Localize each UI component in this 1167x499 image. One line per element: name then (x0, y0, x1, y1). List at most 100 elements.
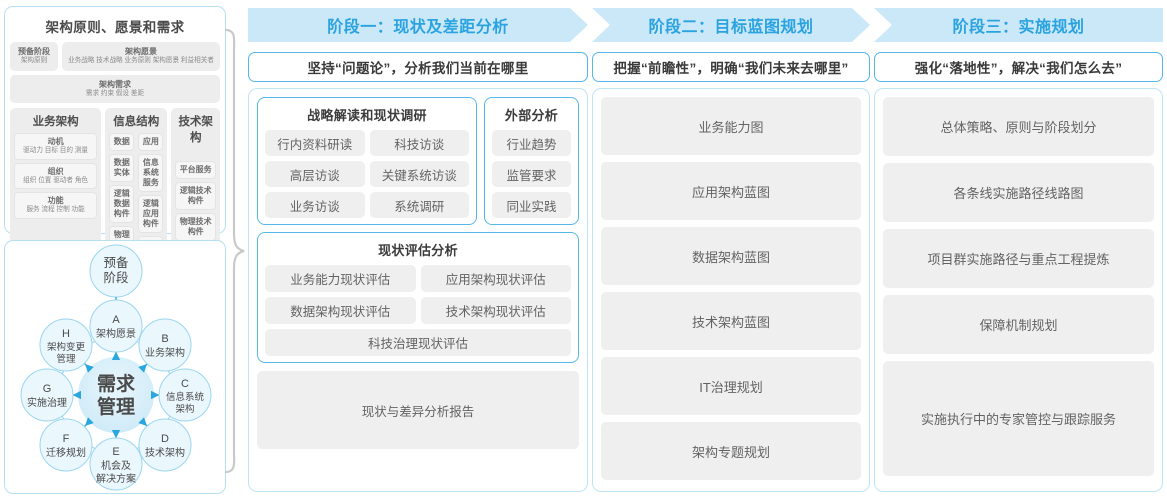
togaf-cell-organization-title: 组织 (47, 166, 64, 176)
togaf-cell-function-title: 功能 (47, 196, 64, 206)
svg-text:业务架构: 业务架构 (145, 346, 185, 359)
tag-business-capability-map[interactable]: 业务能力图 (601, 97, 861, 155)
adm-node-e (89, 437, 143, 491)
tag-technology-arch-blueprint[interactable]: 技术架构蓝图 (601, 292, 861, 350)
tag-business-capability-assessment[interactable]: 业务能力现状评估 (265, 265, 416, 292)
phase-1-subtitle-label: 坚持“问题论”，分析我们当前在哪里 (307, 61, 529, 76)
togaf-title: 架构原则、愿景和需求 (45, 20, 185, 35)
togaf-cell-platform-service: 平台服务 (175, 161, 216, 180)
adm-node-h (39, 318, 93, 372)
togaf-prep-sub: 架构原则 (20, 57, 48, 64)
togaf-cell-motivation-title: 动机 (47, 137, 64, 147)
svg-text:F: F (63, 433, 70, 445)
tag-assurance-mechanism-plan[interactable]: 保障机制规划 (883, 295, 1154, 354)
external-analysis-card: 外部分析 行业趋势 监管要求 同业实践 (484, 97, 579, 225)
current-state-assessment-card: 现状评估分析 业务能力现状评估 应用架构现状评估 数据架构现状评估 技术架构现状… (257, 232, 579, 363)
tag-executive-interview[interactable]: 高层访谈 (265, 161, 365, 187)
tag-tech-interview[interactable]: 科技访谈 (369, 130, 469, 156)
svg-text:架构愿景: 架构愿景 (96, 327, 136, 340)
togaf-requirements-title: 架构需求 (99, 79, 131, 89)
svg-text:信息系统: 信息系统 (166, 391, 205, 403)
adm-center-label-2: 管理 (97, 395, 135, 418)
svg-text:A: A (112, 314, 120, 326)
togaf-vision-title: 架构愿景 (125, 47, 157, 56)
phase-1-report-card[interactable]: 现状与差异分析报告 (257, 371, 579, 449)
phase-2-subtitle-label: 把握“前瞻性”，明确“我们未来去哪里” (613, 61, 849, 76)
togaf-row-vision: 预备阶段 架构原则 架构愿景 业务战略 技术战略 业务原则 架构愿景 利益相关者 (10, 42, 220, 71)
togaf-vision-cell: 架构愿景 业务战略 技术战略 业务原则 架构愿景 利益相关者 (62, 42, 220, 71)
svg-text:H: H (62, 328, 70, 340)
togaf-pillar-technology-heading: 技术架构 (178, 116, 213, 145)
togaf-cell-logical-app: 逻辑应用构件 (138, 195, 164, 234)
adm-center-label-1: 需求 (97, 372, 136, 395)
strategy-research-items: 行内资料研读 科技访谈 高层访谈 关键系统访谈 业务访谈 系统调研 (265, 130, 469, 218)
phase-2-banner: 阶段二：目标蓝图规划 (592, 8, 870, 42)
svg-text:架构: 架构 (175, 403, 194, 415)
togaf-cell-organization: 组织 组织 位置 驱动者 角色 (14, 162, 98, 190)
svg-text:预备: 预备 (103, 256, 129, 270)
tag-data-arch-assessment[interactable]: 数据架构现状评估 (265, 297, 416, 324)
adm-node-f (39, 418, 93, 472)
phase-3-banner-label: 阶段三：实施规划 (952, 19, 1085, 36)
phase-3-panel: 总体策略、原则与阶段划分 各条线实施路径线路图 项目群实施路径与重点工程提炼 保… (874, 88, 1163, 492)
tag-overall-strategy-principles-phasing[interactable]: 总体策略、原则与阶段划分 (883, 97, 1154, 156)
togaf-vision-sub: 业务战略 技术战略 业务原则 架构愿景 利益相关者 (68, 57, 214, 64)
tag-internal-doc-study[interactable]: 行内资料研读 (265, 130, 365, 156)
phase-3-banner: 阶段三：实施规划 (874, 8, 1163, 42)
phase-2-panel: 业务能力图 应用架构蓝图 数据架构蓝图 技术架构蓝图 IT治理规划 架构专题规划 (592, 88, 870, 492)
svg-text:技术架构: 技术架构 (145, 446, 185, 459)
togaf-cell-organization-sub: 组织 位置 驱动者 角色 (23, 176, 89, 184)
current-state-assessment-title: 现状评估分析 (378, 243, 458, 258)
togaf-cell-logical-tech: 逻辑技术构件 (175, 182, 216, 211)
tag-peer-practice[interactable]: 同业实践 (492, 192, 571, 218)
tag-regulatory-requirement[interactable]: 监管要求 (492, 161, 571, 187)
adm-node-b (138, 318, 192, 372)
svg-text:G: G (43, 383, 52, 395)
tag-line-implementation-roadmap[interactable]: 各条线实施路径线路图 (883, 163, 1154, 222)
togaf-pillar-business-heading: 业务架构 (32, 116, 79, 129)
tag-architecture-topic-plan[interactable]: 架构专题规划 (601, 422, 861, 480)
svg-text:机会及: 机会及 (101, 459, 131, 472)
tag-program-path-key-projects[interactable]: 项目群实施路径与重点工程提炼 (883, 229, 1154, 288)
phase-1-subtitle: 坚持“问题论”，分析我们当前在哪里 (248, 52, 588, 82)
adm-node-c (158, 368, 212, 422)
tag-tech-governance-assessment[interactable]: 科技治理现状评估 (265, 329, 571, 356)
togaf-cell-physical-tech: 物理技术构件 (175, 213, 216, 242)
tag-technology-arch-assessment[interactable]: 技术架构现状评估 (420, 297, 571, 324)
adm-center-circle (78, 357, 154, 433)
togaf-cell-is-service: 信息系统服务 (138, 154, 164, 193)
strategy-research-title: 战略解读和现状调研 (307, 108, 427, 123)
svg-text:解决方案: 解决方案 (96, 472, 136, 485)
adm-node-g (20, 368, 74, 422)
tag-business-interview[interactable]: 业务访谈 (265, 192, 365, 218)
svg-text:阶段: 阶段 (103, 270, 128, 285)
togaf-cell-function: 功能 服务 流程 控制 功能 (14, 192, 98, 219)
tag-industry-trend[interactable]: 行业趋势 (492, 130, 571, 156)
adm-svg: 需求 管理 预备 阶段 (20, 244, 212, 491)
phase-2-banner-label: 阶段二：目标蓝图规划 (648, 19, 814, 36)
tag-expert-control-tracking-service[interactable]: 实施执行中的专家管控与跟踪服务 (883, 361, 1154, 476)
togaf-cell-motivation: 动机 驱动力 目标 目的 测量 (14, 133, 98, 160)
strategy-research-card: 战略解读和现状调研 行内资料研读 科技访谈 高层访谈 关键系统访谈 业务访谈 系… (257, 97, 477, 225)
tag-data-arch-blueprint[interactable]: 数据架构蓝图 (601, 227, 861, 285)
togaf-requirements-cell: 架构需求 需求 约束 假设 差距 (10, 74, 220, 104)
phase-1-banner: 阶段一：现状及差距分析 (248, 8, 588, 42)
tag-key-system-interview[interactable]: 关键系统访谈 (369, 161, 469, 187)
tag-application-arch-blueprint[interactable]: 应用架构蓝图 (601, 162, 861, 220)
phase-2-item-list: 业务能力图 应用架构蓝图 数据架构蓝图 技术架构蓝图 IT治理规划 架构专题规划 (601, 97, 861, 483)
phase-1-banner-label: 阶段一：现状及差距分析 (327, 19, 509, 36)
svg-text:架构变更: 架构变更 (47, 341, 86, 353)
togaf-content-framework: 架构原则、愿景和需求 预备阶段 架构原则 架构愿景 业务战略 技术战略 业务原则… (4, 6, 226, 330)
phase-1-panel: 战略解读和现状调研 行内资料研读 科技访谈 高层访谈 关键系统访谈 业务访谈 系… (248, 88, 588, 492)
svg-text:管理: 管理 (56, 353, 76, 365)
adm-node-a (89, 299, 143, 353)
phase-3-item-list: 总体策略、原则与阶段划分 各条线实施路径线路图 项目群实施路径与重点工程提炼 保… (883, 97, 1154, 483)
togaf-prep-title: 预备阶段 (18, 47, 50, 56)
svg-text:E: E (112, 446, 119, 458)
svg-text:B: B (161, 333, 168, 345)
togaf-cell-application: 应用 (138, 133, 164, 152)
tag-it-governance-plan[interactable]: IT治理规划 (601, 357, 861, 415)
tag-system-research[interactable]: 系统调研 (369, 192, 469, 218)
adm-node-d (138, 418, 192, 472)
tag-application-arch-assessment[interactable]: 应用架构现状评估 (420, 265, 571, 292)
